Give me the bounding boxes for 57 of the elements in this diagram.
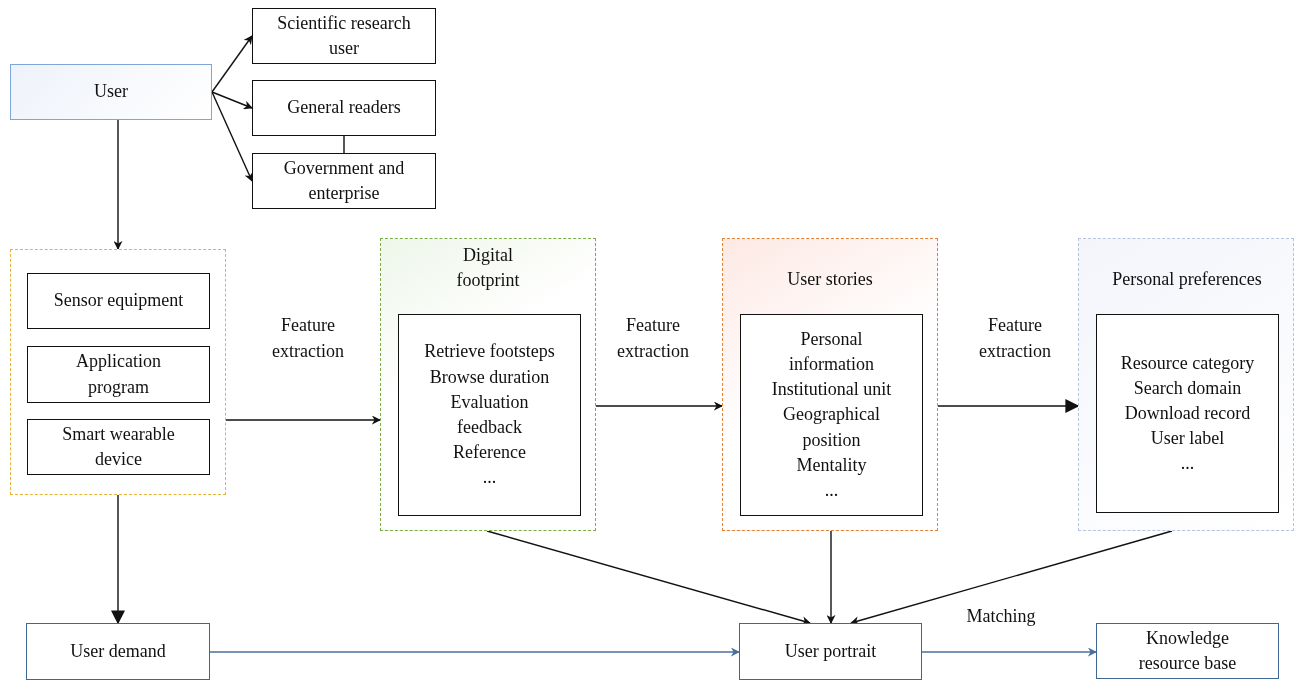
node-label: Scientific research user: [277, 11, 411, 60]
arrow: [826, 530, 836, 624]
list-item: Personal information: [788, 327, 875, 377]
list-item: Geographical position: [782, 403, 881, 452]
list-item: Mentality: [796, 453, 867, 477]
arrow: [921, 647, 1097, 657]
process-box: [27, 273, 210, 329]
group-heading: Personal preferences: [1111, 268, 1263, 291]
arrow: [111, 494, 125, 625]
arrow: [595, 401, 723, 411]
arrow: [937, 399, 1080, 413]
group-container: [722, 238, 938, 531]
node-label: Government and enterprise: [282, 156, 406, 205]
group-heading: Digital footprint: [455, 244, 521, 293]
list-item: Search domain: [1133, 376, 1242, 400]
process-box: [398, 314, 581, 516]
list-item: Institutional unit: [771, 378, 892, 402]
list-item: Evaluation feedback: [449, 390, 530, 439]
list-item: Retrieve footsteps: [424, 340, 555, 364]
node-label: Sensor equipment: [53, 289, 184, 313]
arrow: [225, 415, 381, 425]
node-label: User portrait: [784, 639, 877, 663]
process-box: [1096, 623, 1279, 679]
list-item: Resource category: [1120, 351, 1255, 375]
group-container: [380, 238, 596, 531]
process-box: [740, 314, 923, 516]
node-label: Smart wearable device: [61, 422, 176, 471]
group-container: [10, 249, 226, 495]
node-label: General readers: [287, 96, 401, 120]
arrow: [211, 91, 253, 182]
list-item: ...: [824, 478, 839, 502]
arrow: [113, 119, 123, 250]
node-label: User: [94, 80, 128, 104]
arrow: [209, 647, 740, 657]
process-box: [10, 64, 212, 120]
list-item: Download record: [1124, 401, 1251, 425]
list-item: User label: [1150, 427, 1225, 451]
process-box: [739, 623, 922, 680]
list-item: Reference: [453, 441, 526, 465]
process-box: [26, 623, 210, 680]
list-item: ...: [1180, 452, 1195, 476]
process-box: [1096, 314, 1279, 513]
node-label: Application program: [75, 350, 162, 399]
connector-line: [343, 135, 345, 154]
process-box: [252, 8, 436, 64]
node-label: Knowledge resource base: [1137, 626, 1238, 675]
process-box: [252, 153, 436, 209]
list-item: ...: [482, 466, 497, 490]
process-box: [252, 80, 436, 136]
arrow: [211, 35, 253, 93]
group-heading: User stories: [786, 268, 874, 291]
arrow: [211, 91, 253, 110]
node-label: User demand: [70, 639, 166, 663]
group-container: [1078, 238, 1294, 531]
process-box: [27, 419, 210, 475]
process-box: [27, 346, 210, 403]
list-item: Browse duration: [429, 365, 550, 389]
